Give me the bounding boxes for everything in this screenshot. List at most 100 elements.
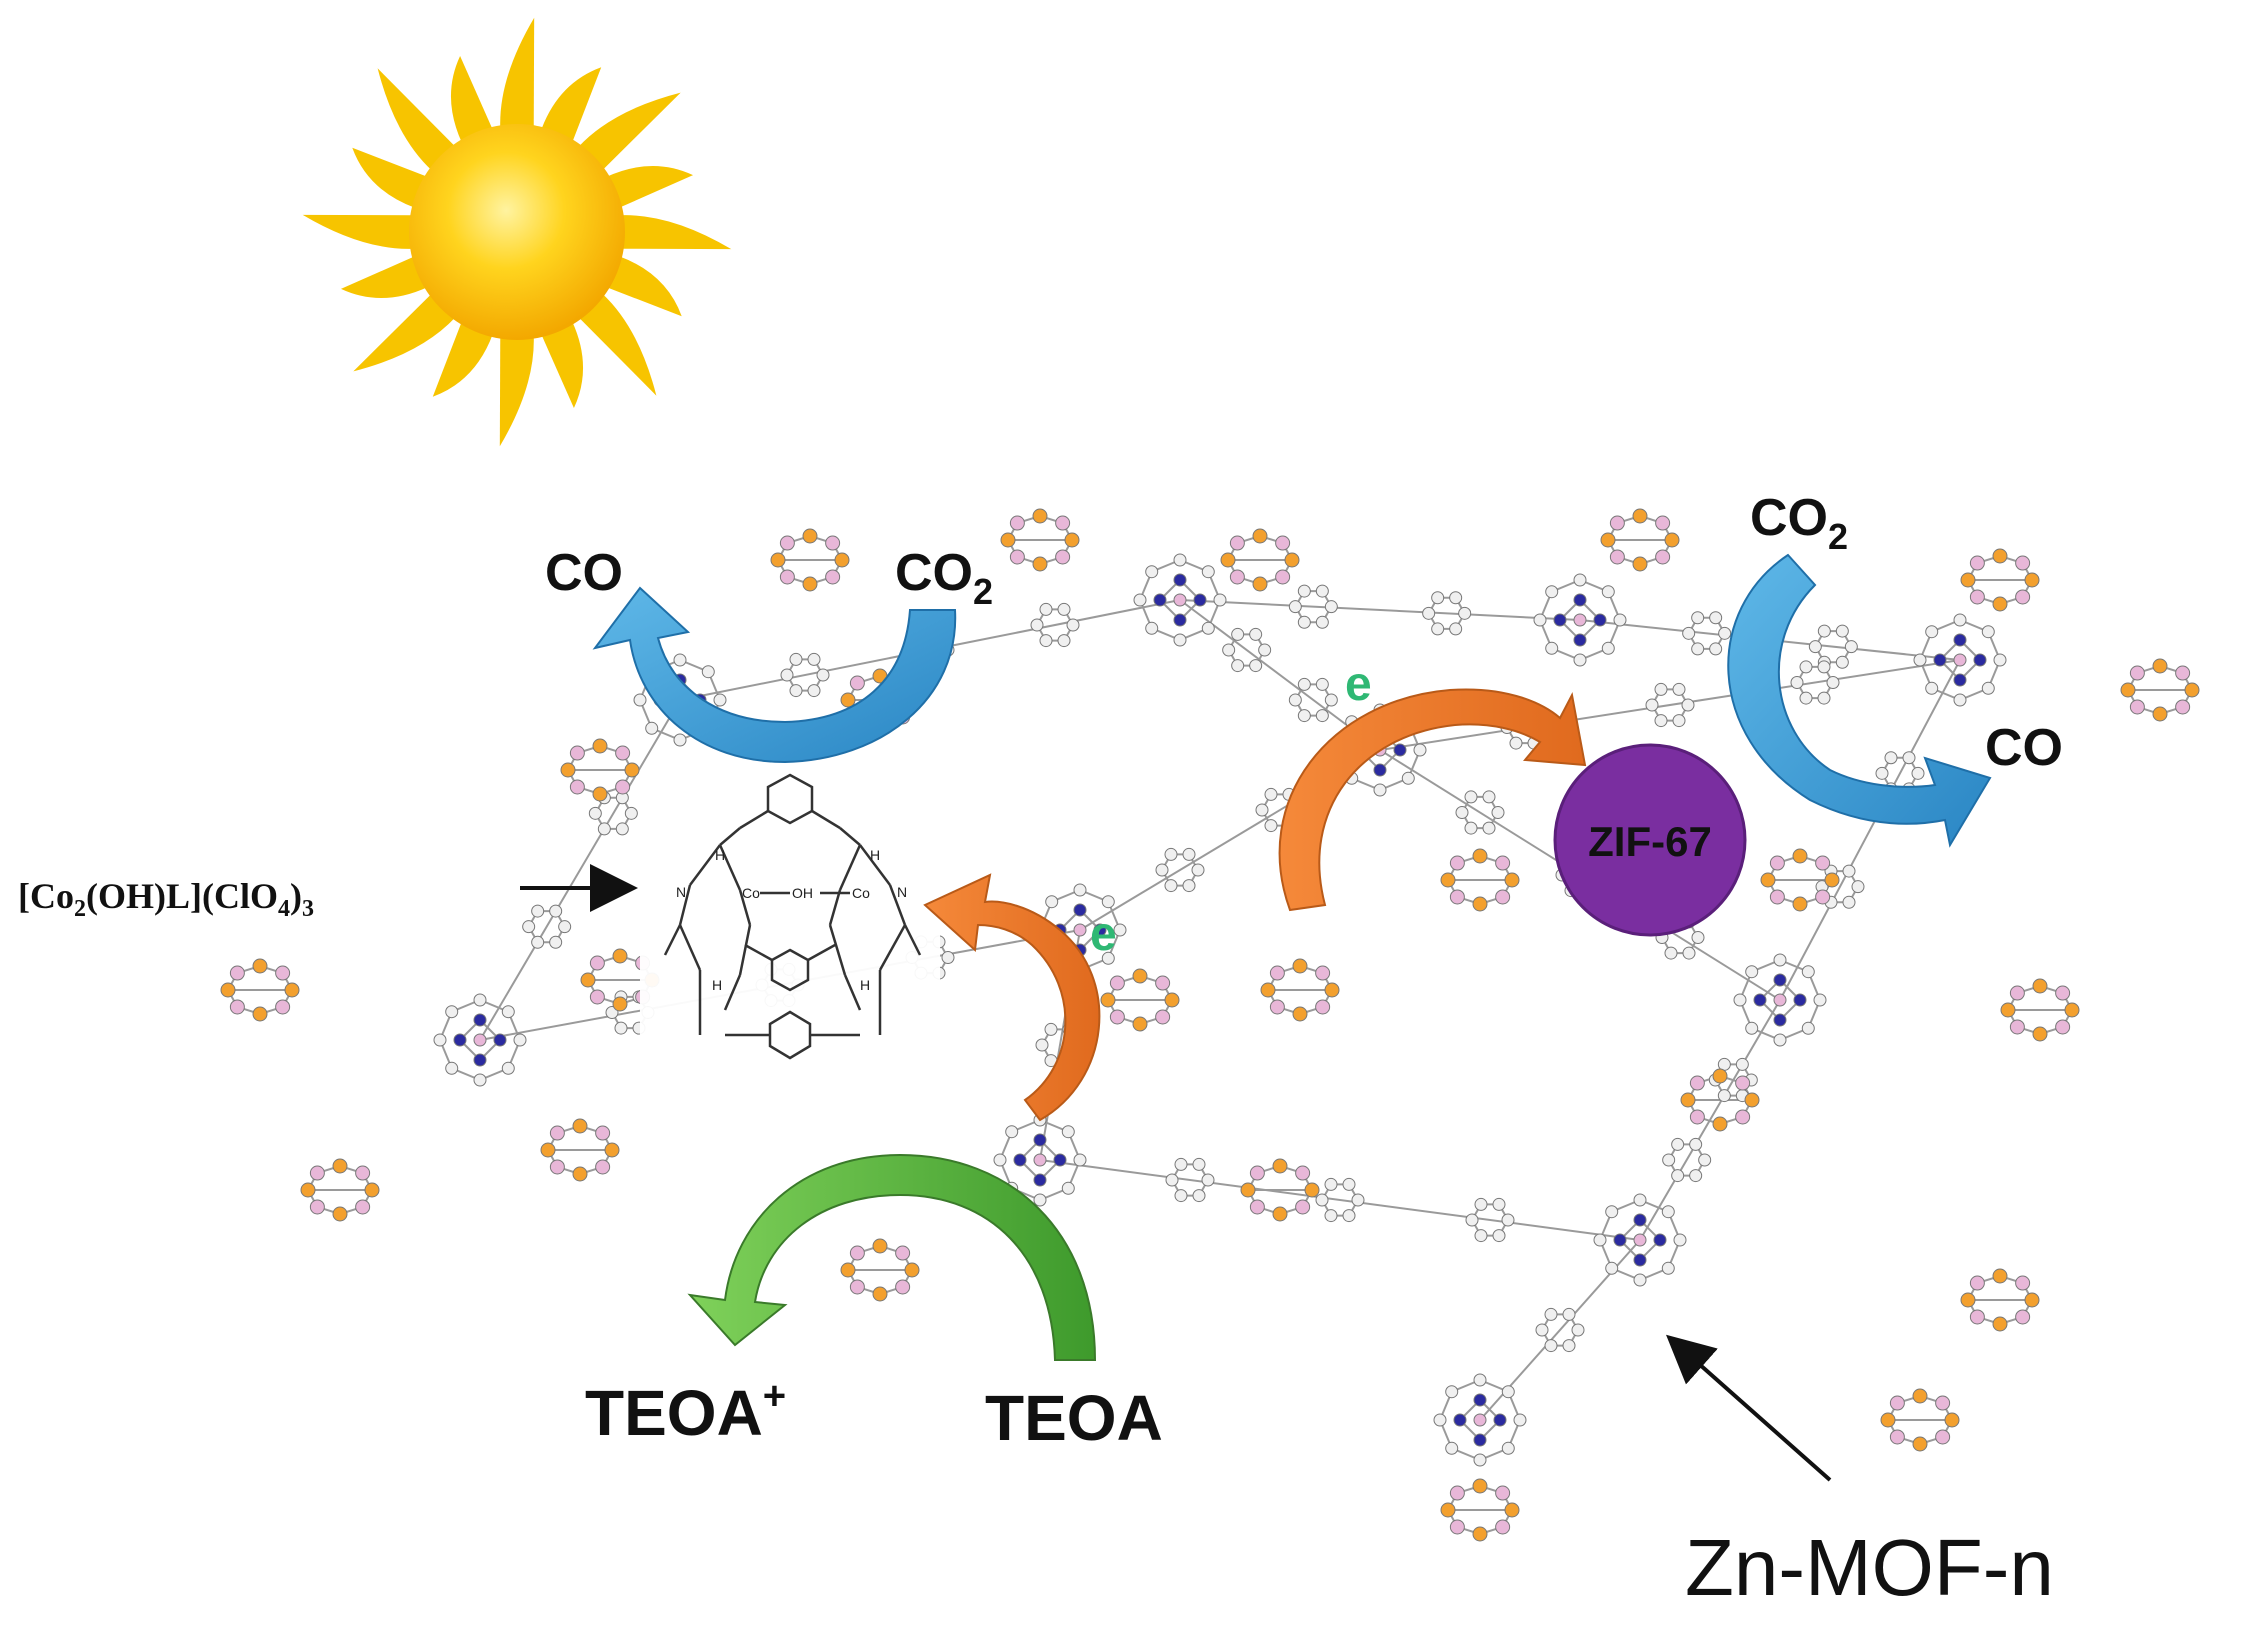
atom <box>1535 1323 1549 1337</box>
atom <box>1295 1199 1311 1215</box>
atom <box>453 1033 467 1047</box>
atom <box>1817 691 1831 705</box>
atom <box>1600 532 1616 548</box>
atom <box>1164 879 1178 893</box>
atom <box>1953 693 1967 707</box>
atom <box>673 653 687 667</box>
atom <box>1269 965 1285 981</box>
atom <box>1981 625 1995 639</box>
atom <box>1155 1009 1171 1025</box>
atom <box>1342 1177 1356 1191</box>
atom <box>1793 993 1807 1007</box>
atom <box>1465 1213 1479 1227</box>
atom <box>1672 682 1686 696</box>
atom <box>1297 584 1311 598</box>
atom <box>1633 1253 1647 1267</box>
atom <box>604 1142 620 1158</box>
atom <box>1993 653 2007 667</box>
atom <box>1057 602 1071 616</box>
atom <box>1815 889 1831 905</box>
atom <box>1324 1209 1338 1223</box>
atom <box>1969 555 1985 571</box>
co2-reactant-right: CO2 <box>1750 489 1848 557</box>
atom <box>1601 585 1615 599</box>
atom <box>1449 1485 1465 1501</box>
atom <box>789 652 803 666</box>
atom <box>309 1199 325 1215</box>
atom <box>1249 627 1263 641</box>
atom <box>645 721 659 735</box>
atom <box>1790 676 1804 689</box>
atom <box>1501 1441 1515 1455</box>
atom <box>1255 803 1269 817</box>
atom <box>1472 896 1488 912</box>
atom <box>1039 634 1053 648</box>
bond <box>1779 659 1961 1001</box>
atom <box>1304 1182 1320 1198</box>
atom <box>355 1165 371 1181</box>
atom <box>1769 855 1785 871</box>
atom <box>1745 1021 1759 1035</box>
atom <box>1960 572 1976 588</box>
atom <box>1229 569 1245 585</box>
atom <box>1573 613 1587 627</box>
atom <box>1449 855 1465 871</box>
teoa-label: TEOA <box>985 1382 1163 1454</box>
atom <box>1472 1526 1488 1542</box>
atom <box>1066 618 1080 632</box>
atom <box>1773 953 1787 967</box>
atom <box>1445 1441 1459 1455</box>
atom <box>1992 1316 2008 1332</box>
atom <box>1315 999 1331 1015</box>
atom <box>1192 1189 1206 1203</box>
atom <box>904 1262 920 1278</box>
atom <box>592 786 608 802</box>
atom <box>473 1033 487 1047</box>
atom <box>275 999 291 1015</box>
atom <box>1153 593 1167 607</box>
atom <box>589 989 605 1005</box>
atom <box>2175 699 2191 715</box>
atom <box>849 1279 865 1295</box>
atom <box>1835 655 1849 669</box>
atom <box>1573 633 1587 647</box>
atom <box>1174 1157 1188 1171</box>
atom <box>1769 889 1785 905</box>
sun-ray <box>340 256 428 299</box>
teoa-plus-label: TEOA+ <box>585 1374 786 1449</box>
atom <box>522 920 536 934</box>
atom <box>1673 1233 1687 1247</box>
framework-bonds <box>227 515 2193 1535</box>
atom <box>1033 1133 1047 1147</box>
atom <box>1351 1193 1365 1207</box>
atom <box>1191 863 1205 877</box>
atom <box>1664 946 1678 960</box>
co-product-left: CO <box>545 544 623 602</box>
atom <box>1672 714 1686 728</box>
atom <box>1073 923 1087 937</box>
atom <box>713 693 727 707</box>
atom <box>1173 573 1187 587</box>
atom <box>1501 1213 1515 1227</box>
atom <box>1844 640 1858 654</box>
atom <box>1173 613 1187 627</box>
atom-label: OH <box>792 885 813 901</box>
atom <box>802 528 818 544</box>
electron-label: e <box>1090 908 1117 961</box>
atom <box>1033 1153 1047 1167</box>
atom <box>779 569 795 585</box>
atom <box>1288 693 1302 707</box>
pointer-arrow-icon <box>1666 1334 1832 1482</box>
atom <box>1213 593 1227 607</box>
atom <box>1808 640 1822 654</box>
blue-arrow-icon <box>592 586 957 764</box>
atom <box>1495 1485 1511 1501</box>
atom <box>2015 1309 2031 1325</box>
atom <box>1884 751 1898 765</box>
atom <box>1032 508 1048 524</box>
atom <box>1735 1075 1751 1091</box>
atom <box>1474 1229 1488 1243</box>
atom <box>1440 872 1456 888</box>
atom <box>1745 965 1759 979</box>
